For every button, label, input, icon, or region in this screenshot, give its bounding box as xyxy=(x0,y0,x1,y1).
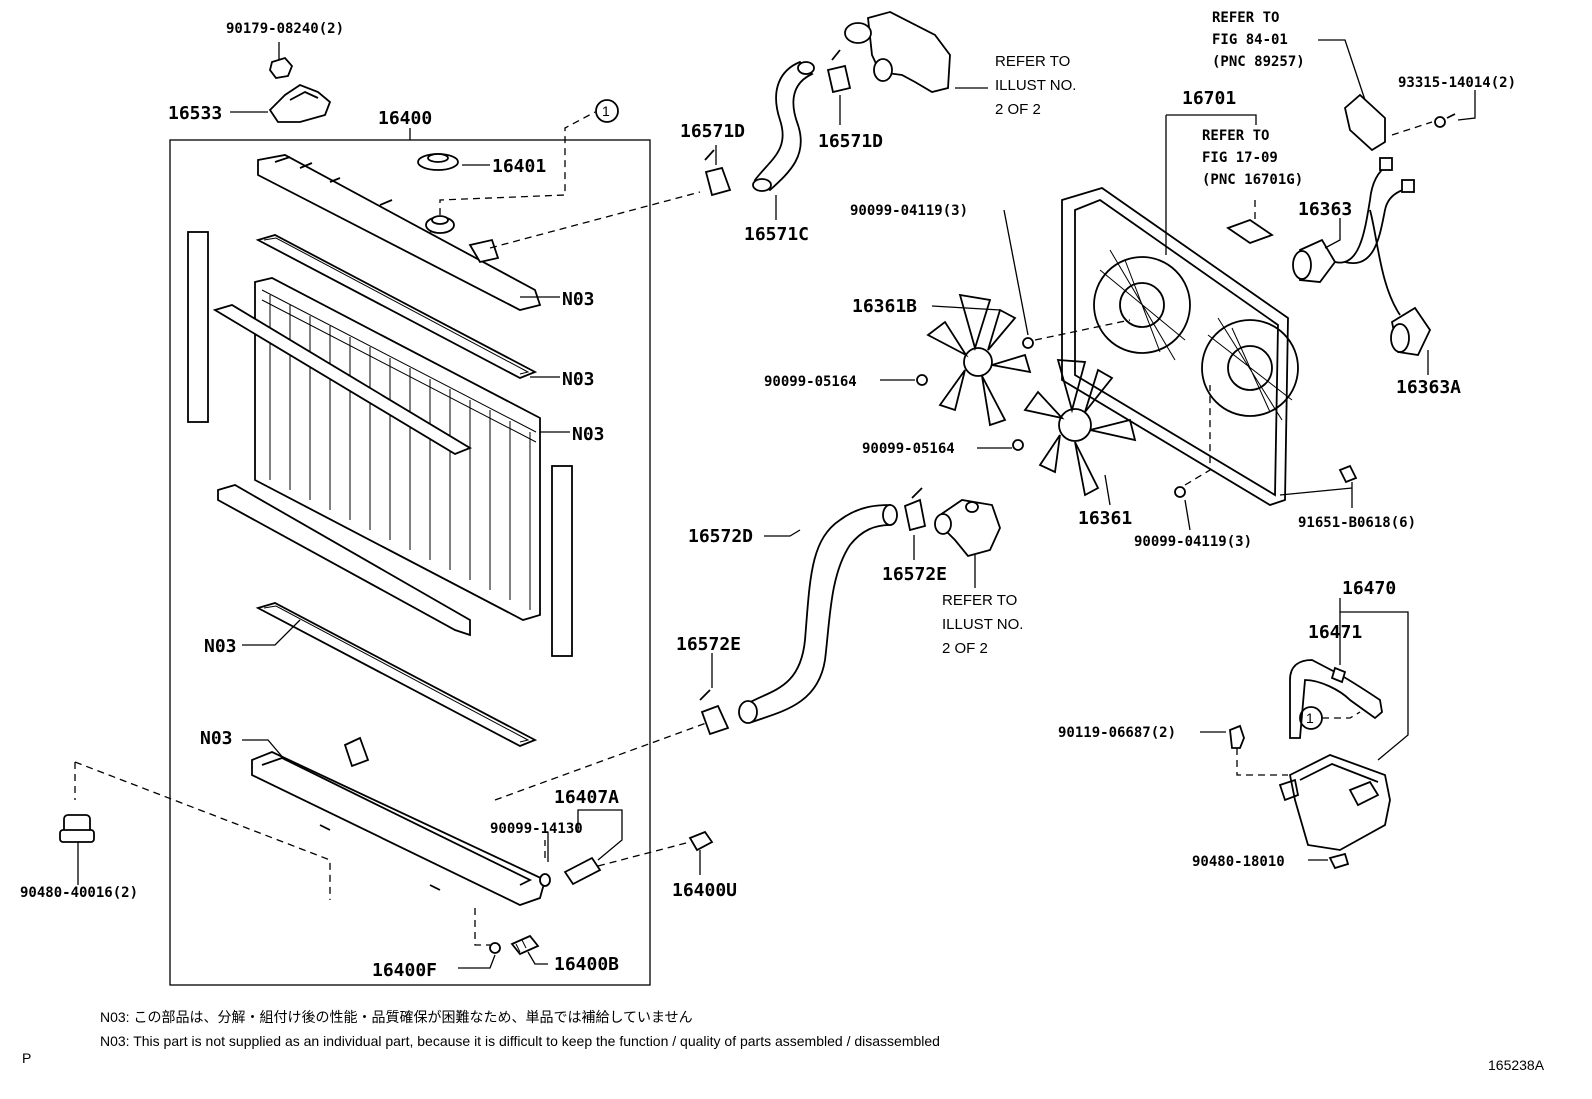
plug-16400u xyxy=(688,830,714,852)
drain-cock-16400b xyxy=(510,934,540,956)
cap-90480-18010 xyxy=(1328,852,1350,870)
footer-page-letter: P xyxy=(22,1050,31,1066)
ref-fig84-line3: (PNC 89257) xyxy=(1212,54,1305,70)
label-16400: 16400 xyxy=(378,108,432,129)
marker-1-reserve: 1 xyxy=(1306,710,1314,726)
fan-motor-16363a xyxy=(1390,306,1432,356)
fan-motor-16363 xyxy=(1292,238,1337,283)
label-16400b: 16400B xyxy=(554,954,619,975)
nut-90099-04119-upper xyxy=(1022,337,1034,349)
footer-illustration-number: 165238A xyxy=(1488,1057,1545,1073)
footer-note-japanese: N03: この部品は、分解・組付け後の性能・品質確保が困難なため、単品では補給し… xyxy=(100,1009,693,1025)
hose-clamp-16572e-lower xyxy=(699,689,730,736)
label-16363a: 16363A xyxy=(1396,377,1461,398)
label-16363: 16363 xyxy=(1298,199,1352,220)
label-90119-06687: 90119-06687(2) xyxy=(1058,725,1176,741)
label-16701: 16701 xyxy=(1182,88,1236,109)
hose-clamp-16572e-upper xyxy=(903,487,927,532)
nut-90099-04119-lower xyxy=(1174,486,1186,498)
label-16572e-upper: 16572E xyxy=(882,564,947,585)
label-n03-lower-gasket: N03 xyxy=(204,636,237,657)
mount-clip-16533 xyxy=(268,83,332,123)
ref-fig17-line3: (PNC 16701G) xyxy=(1202,172,1303,188)
bolt-91651-b0618 xyxy=(1338,464,1358,484)
o-ring-16400f xyxy=(489,942,501,954)
nut-90179-08240 xyxy=(269,56,294,79)
upper-tank xyxy=(257,154,542,311)
label-n03-core: N03 xyxy=(572,424,605,445)
lower-tank xyxy=(251,736,547,906)
ref-fig17-line2: FIG 17-09 xyxy=(1202,150,1278,166)
lower-gasket xyxy=(255,602,538,747)
ref-fig84-line2: FIG 84-01 xyxy=(1212,32,1288,48)
bolt-90119-06687 xyxy=(1229,724,1245,749)
upper-hose-16571c xyxy=(752,60,815,192)
label-93315-14014: 93315-14014(2) xyxy=(1398,75,1516,91)
radiator-assembly-frame xyxy=(169,139,651,986)
label-90480-18010: 90480-18010 xyxy=(1192,854,1285,870)
wiring-harness xyxy=(1334,164,1411,316)
label-16701g xyxy=(1226,218,1274,245)
label-16571d-lower: 16571D xyxy=(680,121,745,142)
side-seal-right xyxy=(551,465,573,657)
ref-illust-upper-line3: 2 OF 2 xyxy=(995,101,1041,118)
label-16400u: 16400U xyxy=(672,880,737,901)
upper-gasket xyxy=(255,234,538,379)
radiator-core xyxy=(254,277,541,621)
label-n03-lower-tank: N03 xyxy=(200,728,233,749)
label-16571c: 16571C xyxy=(744,224,809,245)
label-90099-05164-right: 90099-05164 xyxy=(862,441,955,457)
ref-illust-upper-line1: REFER TO xyxy=(995,53,1070,70)
label-90179-08240: 90179-08240(2) xyxy=(226,21,344,37)
ref-fig84-line1: REFER TO xyxy=(1212,10,1279,26)
ref-fig17-line1: REFER TO xyxy=(1202,128,1269,144)
ref-illust-lower-line2: ILLUST NO. xyxy=(942,616,1023,633)
hose-clamp-16571d-upper xyxy=(826,49,852,94)
radiator-parts-diagram: 90179-08240(2) 16533 16400 16401 N03 N03… xyxy=(20,10,1545,1073)
relay-89257 xyxy=(1344,93,1386,152)
hose-clamp-16571d-lower xyxy=(704,149,732,197)
label-16401: 16401 xyxy=(492,156,546,177)
label-91651-b0618: 91651-B0618(6) xyxy=(1298,515,1416,531)
water-inlet-lower xyxy=(934,499,1001,558)
lower-hose-16572d xyxy=(738,504,898,724)
fan-16361 xyxy=(1023,359,1137,497)
label-16470: 16470 xyxy=(1342,578,1396,599)
label-90099-05164-left: 90099-05164 xyxy=(764,374,857,390)
core-seal-strip-lower xyxy=(217,484,471,637)
label-16572e-lower: 16572E xyxy=(676,634,741,655)
label-16361: 16361 xyxy=(1078,508,1132,529)
ref-illust-lower-line1: REFER TO xyxy=(942,592,1017,609)
label-n03-upper-gasket: N03 xyxy=(562,369,595,390)
radiator-cap-16401 xyxy=(417,153,459,234)
label-16572d: 16572D xyxy=(688,526,753,547)
label-16471: 16471 xyxy=(1308,622,1362,643)
label-16400f: 16400F xyxy=(372,960,437,981)
label-16533: 16533 xyxy=(168,103,222,124)
label-90099-04119-upper: 90099-04119(3) xyxy=(850,203,968,219)
nut-90099-05164-right xyxy=(1012,439,1024,451)
label-90099-04119-lower: 90099-04119(3) xyxy=(1134,534,1252,550)
ref-illust-upper-line2: ILLUST NO. xyxy=(995,77,1076,94)
marker-1-radiator: 1 xyxy=(602,103,610,119)
label-16407a: 16407A xyxy=(554,787,619,808)
water-outlet-upper xyxy=(844,11,951,93)
label-90099-14130: 90099-14130 xyxy=(490,821,583,837)
fan-16361b xyxy=(926,293,1032,427)
reserve-hose-16471 xyxy=(1289,659,1383,739)
ref-illust-lower-line3: 2 OF 2 xyxy=(942,640,988,657)
bolt-93315-14014 xyxy=(1434,113,1456,128)
sensor-16407a xyxy=(539,856,602,887)
reserve-tank-16470 xyxy=(1278,754,1391,851)
fan-shroud-16701 xyxy=(1061,187,1299,506)
nut-90099-05164-left xyxy=(916,374,928,386)
label-16571d-upper: 16571D xyxy=(818,131,883,152)
label-90480-40016: 90480-40016(2) xyxy=(20,885,138,901)
label-16361b: 16361B xyxy=(852,296,917,317)
cushion-90480-40016 xyxy=(59,814,95,843)
label-n03-upper-tank: N03 xyxy=(562,289,595,310)
core-seal-strip-upper xyxy=(212,304,473,456)
side-seal-left xyxy=(187,231,209,423)
footer-note-english: N03: This part is not supplied as an ind… xyxy=(100,1033,940,1049)
